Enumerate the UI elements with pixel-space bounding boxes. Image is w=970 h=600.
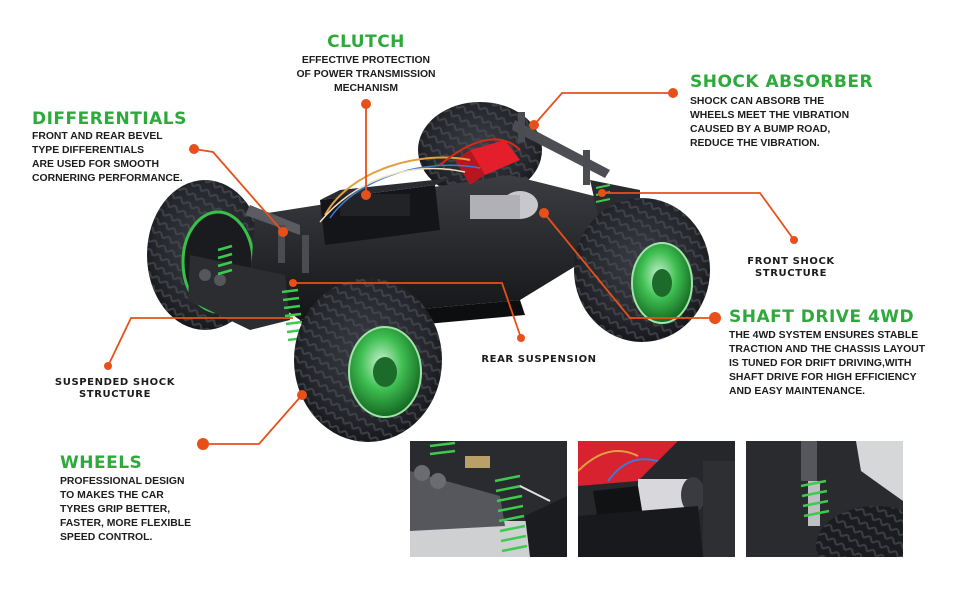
dot-suspended-end xyxy=(104,362,112,370)
wheels-line: TO MAKES THE CAR xyxy=(60,490,164,501)
dot-wheels-start xyxy=(197,438,209,450)
differentials-line: TYPE DIFFERENTIALS xyxy=(32,145,144,156)
leader-wheels xyxy=(203,394,303,445)
leader-lines xyxy=(107,92,795,445)
leader-dots xyxy=(104,88,798,450)
shock-absorber-line: REDUCE THE VIBRATION. xyxy=(690,138,820,149)
shaft-drive-title: SHAFT DRIVE 4WD xyxy=(729,307,915,327)
dot-rear-susp-end xyxy=(517,334,525,342)
clutch-line: EFFECTIVE PROTECTION xyxy=(301,55,431,66)
shaft-drive-line: THE 4WD SYSTEM ENSURES STABLE xyxy=(729,330,919,341)
dot-clutch-start xyxy=(361,99,371,109)
inset-rear-shock-closeup xyxy=(410,441,567,557)
clutch-line: OF POWER TRANSMISSION xyxy=(296,69,436,80)
wheels-line: TYRES GRIP BETTER, xyxy=(60,504,171,515)
shaft-drive-line: SHAFT DRIVE FOR HIGH EFFICIENCY xyxy=(729,372,917,383)
leader-differentials xyxy=(193,148,284,233)
rear-suspension-label: REAR SUSPENSION xyxy=(481,354,597,365)
differentials-line: ARE USED FOR SMOOTH xyxy=(32,159,160,170)
wheels-line: PROFESSIONAL DESIGN xyxy=(60,476,185,487)
dot-rear-susp-start xyxy=(289,279,297,287)
clutch-title: CLUTCH xyxy=(327,32,405,52)
differentials-title: DIFFERENTIALS xyxy=(32,109,187,129)
differentials-line: CORNERING PERFORMANCE. xyxy=(32,173,183,184)
differentials-description: FRONT AND REAR BEVEL TYPE DIFFERENTIALS … xyxy=(32,130,187,186)
callout-rear-suspension: REAR SUSPENSION xyxy=(466,354,612,366)
wheels-line: FASTER, MORE FLEXIBLE xyxy=(60,518,192,529)
leader-suspended-shock xyxy=(107,317,293,367)
shock-absorber-description: SHOCK CAN ABSORB THE WHEELS MEET THE VIB… xyxy=(690,95,873,151)
dot-differentials-end xyxy=(278,227,288,237)
suspended-shock-line: SUSPENDED SHOCK xyxy=(54,377,176,388)
callout-shock-absorber: SHOCK ABSORBER SHOCK CAN ABSORB THE WHEE… xyxy=(690,72,873,151)
front-shock-line: STRUCTURE xyxy=(754,268,828,279)
front-shock-line: FRONT SHOCK xyxy=(747,256,835,267)
dot-front-shock-end xyxy=(790,236,798,244)
clutch-description: EFFECTIVE PROTECTION OF POWER TRANSMISSI… xyxy=(270,54,462,96)
shaft-drive-description: THE 4WD SYSTEM ENSURES STABLE TRACTION A… xyxy=(729,329,925,399)
leader-shaft-drive xyxy=(543,212,715,319)
wheels-title: WHEELS xyxy=(60,453,143,473)
front-right-tire xyxy=(574,198,710,342)
dot-wheels-end xyxy=(297,390,307,400)
callout-clutch: CLUTCH EFFECTIVE PROTECTION OF POWER TRA… xyxy=(270,32,462,96)
leader-shock-absorber xyxy=(533,92,673,126)
dot-shaft-start xyxy=(709,312,721,324)
inset-motor-closeup xyxy=(578,441,735,557)
shaft-drive-line: IS TUNED FOR DRIFT DRIVING,WITH xyxy=(729,358,912,369)
shock-absorber-title: SHOCK ABSORBER xyxy=(690,72,874,92)
dot-shock-end xyxy=(529,120,539,130)
dot-shock-start xyxy=(668,88,678,98)
wheels-line: SPEED CONTROL. xyxy=(60,532,153,543)
callout-differentials: DIFFERENTIALS FRONT AND REAR BEVEL TYPE … xyxy=(32,109,187,186)
leader-front-shock xyxy=(602,192,795,241)
dot-clutch-end xyxy=(361,190,371,200)
callout-shaft-drive: SHAFT DRIVE 4WD THE 4WD SYSTEM ENSURES S… xyxy=(729,307,925,399)
callout-suspended-shock-structure: SUSPENDED SHOCK STRUCTURE xyxy=(40,377,190,401)
dot-differentials-start xyxy=(189,144,199,154)
shock-absorber-line: SHOCK CAN ABSORB THE xyxy=(690,96,825,107)
callout-wheels: WHEELS PROFESSIONAL DESIGN TO MAKES THE … xyxy=(60,453,191,545)
shock-absorber-line: CAUSED BY A BUMP ROAD, xyxy=(690,124,831,135)
suspended-shock-line: STRUCTURE xyxy=(78,389,152,400)
dot-front-shock-start xyxy=(598,189,606,197)
callout-front-shock-structure: FRONT SHOCK STRUCTURE xyxy=(730,256,852,280)
differentials-line: FRONT AND REAR BEVEL xyxy=(32,131,163,142)
shock-absorber-line: WHEELS MEET THE VIBRATION xyxy=(690,110,850,121)
dot-shaft-end xyxy=(539,208,549,218)
leader-rear-suspension xyxy=(293,282,522,339)
clutch-line: MECHANISM xyxy=(333,83,399,94)
shaft-drive-line: TRACTION AND THE CHASSIS LAYOUT xyxy=(729,344,926,355)
inset-front-shock-closeup xyxy=(746,441,903,557)
shaft-drive-line: AND EASY MAINTENANCE. xyxy=(729,386,866,397)
front-left-tire xyxy=(294,278,442,442)
rear-left-shock-spring xyxy=(217,244,233,276)
wheels-description: PROFESSIONAL DESIGN TO MAKES THE CAR TYR… xyxy=(60,475,191,545)
